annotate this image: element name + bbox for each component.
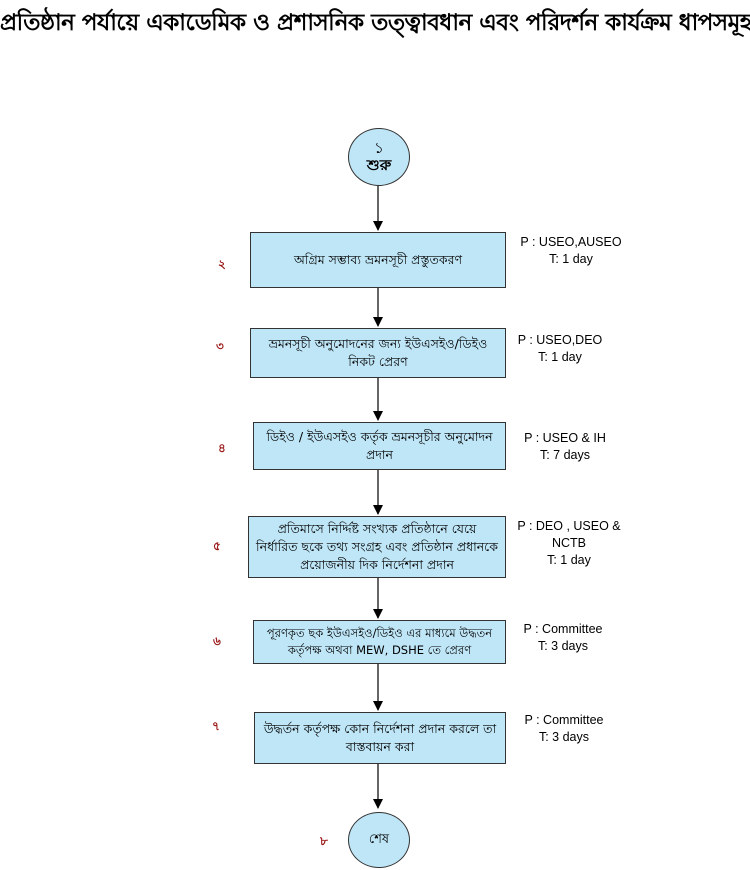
step-box-7: উদ্ধর্তন কর্তৃপক্ষ কোন নির্দেশনা প্রদান … <box>254 712 506 764</box>
step-meta-3: P : USEO,DEO T: 1 day <box>517 333 603 364</box>
step-number-4: ৪ <box>218 441 226 455</box>
step-number-3: ৩ <box>216 339 224 353</box>
end-node: শেষ <box>348 812 410 868</box>
step-meta-5: P : DEO , USEO & NCTB T: 1 day <box>517 519 621 567</box>
step-meta-4: P : USEO & IH T: 7 days <box>524 431 606 462</box>
page-title: প্রতিষ্ঠান পর্যায়ে একাডেমিক ও প্রশাসনিক… <box>0 10 750 36</box>
step-meta-6: P : Committee T: 3 days <box>523 622 603 653</box>
step-meta-7: P : Committee T: 3 days <box>524 713 604 744</box>
step-box-6: পূরণকৃত ছক ইউএসইও/ডিইও এর মাধ্যমে উদ্ধতন… <box>253 620 506 664</box>
step-number-5: ৫ <box>213 539 221 553</box>
step-meta-2: P : USEO,AUSEO T: 1 day <box>520 235 622 266</box>
step-box-2: অগ্রিম সম্ভাব্য ভ্রমনসূচী প্রস্তুতকরণ <box>250 232 506 288</box>
step-number-6: ৬ <box>213 634 221 648</box>
start-number: ১ <box>374 138 384 157</box>
start-node: ১ শুরু <box>348 128 410 186</box>
step-number-7: ৭ <box>212 719 220 733</box>
end-number: ৮ <box>320 834 328 848</box>
step-box-4: ডিইও / ইউএসইও কর্তৃক ভ্রমনসূচীর অনুমোদন … <box>253 422 506 470</box>
step-box-3: ভ্রমনসূচী অনুমোদনের জন্য ইউএসইও/ডিইও নিক… <box>250 328 506 378</box>
step-number-2: ২ <box>218 257 226 271</box>
end-label: শেষ <box>368 831 390 847</box>
start-label: শুরু <box>366 156 392 174</box>
step-box-5: প্রতিমাসে নির্দ্দিষ্ট সংখ্যক প্রতিষ্ঠানে… <box>248 516 506 578</box>
